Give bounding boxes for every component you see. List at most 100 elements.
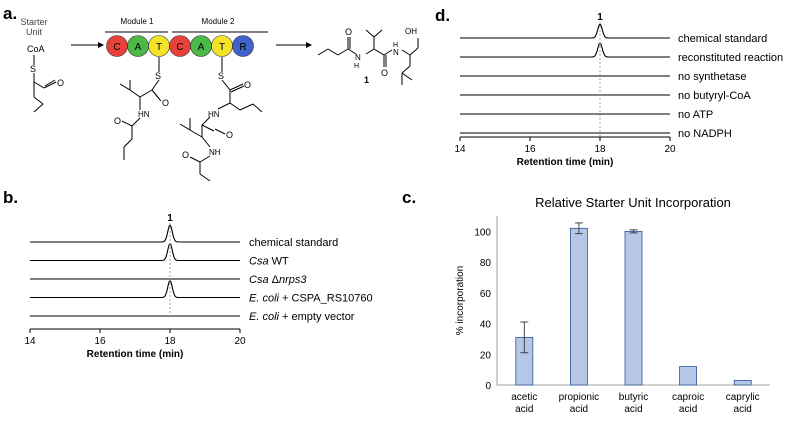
y-tick-label-c-2: 40 bbox=[480, 320, 492, 331]
x-axis-label-d: Retention time (min) bbox=[517, 157, 614, 168]
x-tick-label-b-3: 20 bbox=[234, 336, 246, 347]
x-tick-label-b-0: 14 bbox=[24, 336, 36, 347]
product-n-atom-1: N bbox=[355, 53, 361, 62]
trace-label-d-1: reconstituted reaction bbox=[678, 52, 783, 64]
category-label-line2-3: acid bbox=[679, 404, 697, 415]
starter-unit-label-2: Unit bbox=[26, 27, 43, 37]
y-tick-label-c-0: 0 bbox=[485, 381, 491, 392]
category-label-1: propionic bbox=[559, 392, 600, 403]
product-number-label: 1 bbox=[364, 75, 369, 85]
trace-label-b-3: E. coli + CSPA_RS10760 bbox=[249, 293, 373, 305]
product-o-atom-2: O bbox=[381, 68, 388, 78]
x-tick-label-b-1: 16 bbox=[94, 336, 106, 347]
mod2-o-atom-3: O bbox=[182, 150, 189, 160]
mod2-nh-1: HN bbox=[208, 110, 220, 119]
mod1-o-atom-2: O bbox=[114, 116, 121, 126]
bar-3 bbox=[679, 366, 698, 386]
mod1-o-atom-1: O bbox=[162, 98, 169, 108]
module1-intermediate bbox=[119, 57, 162, 160]
domain-c2-letter: C bbox=[176, 42, 183, 53]
x-tick-label-b-2: 18 bbox=[164, 336, 176, 347]
product-h-1: H bbox=[354, 63, 359, 70]
chart-panel-c: Relative Starter Unit Incorporation % in… bbox=[455, 195, 770, 415]
y-tick-label-c-1: 20 bbox=[480, 350, 492, 361]
bar-2 bbox=[624, 230, 643, 386]
trace-d-0 bbox=[460, 23, 670, 39]
biosynthesis-scheme: Starter Unit CoA S O Module 1 Module 2 C bbox=[20, 17, 419, 182]
trace-d-1 bbox=[460, 42, 670, 58]
y-tick-label-c-5: 100 bbox=[474, 227, 491, 238]
mod2-o-atom-2: O bbox=[226, 130, 233, 140]
trace-label-b-4: E. coli + empty vector bbox=[249, 311, 355, 323]
domain-r-circle bbox=[232, 35, 254, 57]
x-axis-label-b: Retention time (min) bbox=[87, 349, 184, 360]
starter-unit-label-1: Starter bbox=[20, 17, 47, 27]
panel-label-b: b. bbox=[3, 188, 19, 207]
trace-label-d-2: no synthetase bbox=[678, 71, 747, 83]
trace-b-1 bbox=[30, 242, 240, 262]
bar-1 bbox=[569, 227, 588, 386]
y-tick-label-c-3: 60 bbox=[480, 289, 492, 300]
trace-label-d-3: no butyryl-CoA bbox=[678, 90, 751, 102]
panel-label-c: c. bbox=[402, 188, 417, 207]
x-tick-label-d-0: 14 bbox=[454, 144, 466, 155]
domain-t2-letter: T bbox=[219, 42, 225, 53]
trace-label-d-5: no NADPH bbox=[678, 128, 732, 140]
trace-b-3 bbox=[30, 279, 240, 299]
trace-label-d-0: chemical standard bbox=[678, 33, 767, 45]
trace-label-b-2: Csa Δnrps3 bbox=[249, 274, 307, 286]
product-n-atom-2: N bbox=[393, 48, 399, 57]
product-h-2: H bbox=[393, 42, 398, 49]
product-oh: OH bbox=[405, 27, 417, 36]
mod2-o-atom-1: O bbox=[244, 80, 251, 90]
starter-unit-structure bbox=[33, 55, 57, 113]
category-label-2: butyric bbox=[619, 392, 648, 403]
panel-label-d: d. bbox=[435, 6, 451, 25]
product-o-atom-1: O bbox=[345, 27, 352, 37]
chart-title-c: Relative Starter Unit Incorporation bbox=[535, 195, 731, 210]
trace-label-b-0: chemical standard bbox=[249, 237, 338, 249]
category-label-3: caproic bbox=[672, 392, 704, 403]
mod1-s-atom: S bbox=[155, 71, 161, 81]
panel-label-a: a. bbox=[3, 4, 18, 23]
module1-label: Module 1 bbox=[121, 17, 154, 26]
category-label-line2-0: acid bbox=[515, 404, 533, 415]
starter-o-atom: O bbox=[57, 78, 64, 88]
y-tick-label-c-4: 80 bbox=[480, 258, 492, 269]
domain-t1-letter: T bbox=[156, 42, 162, 53]
domain-a2-letter: A bbox=[198, 42, 205, 53]
bar-4 bbox=[733, 379, 752, 386]
trace-label-b-1: Csa WT bbox=[249, 256, 289, 268]
coa-label: CoA bbox=[27, 44, 45, 54]
trace-label-d-4: no ATP bbox=[678, 109, 713, 121]
arrow-1-head bbox=[98, 42, 104, 48]
x-tick-label-d-3: 20 bbox=[664, 144, 676, 155]
mod1-nh: HN bbox=[138, 110, 150, 119]
category-label-line2-2: acid bbox=[624, 404, 642, 415]
module2-intermediate bbox=[179, 57, 263, 182]
peak-label-b: 1 bbox=[167, 213, 173, 224]
module2-label: Module 2 bbox=[202, 17, 235, 26]
domain-c1-letter: C bbox=[113, 42, 120, 53]
category-label-0: acetic bbox=[511, 392, 537, 403]
product-structure bbox=[317, 29, 419, 85]
domain-a1-letter: A bbox=[135, 42, 142, 53]
x-tick-label-d-2: 18 bbox=[594, 144, 606, 155]
arrow-2-head bbox=[306, 42, 312, 48]
category-label-line2-1: acid bbox=[570, 404, 588, 415]
y-axis-label-c: % incorporation bbox=[455, 266, 466, 335]
trace-b-0 bbox=[30, 223, 240, 243]
chart-panel-d: chemical standard reconstituted reaction n… bbox=[454, 12, 783, 168]
peak-label-d: 1 bbox=[597, 12, 603, 23]
module1-domains: C A T bbox=[106, 35, 170, 57]
domain-r-letter: R bbox=[239, 42, 246, 53]
x-tick-label-d-1: 16 bbox=[524, 144, 536, 155]
starter-s-atom: S bbox=[30, 64, 36, 74]
category-label-line2-4: acid bbox=[734, 404, 752, 415]
module2-domains: C A T R bbox=[169, 35, 254, 57]
mod2-nh-2: NH bbox=[209, 148, 221, 157]
mod2-s-atom: S bbox=[218, 71, 224, 81]
category-label-4: caprylic bbox=[726, 392, 760, 403]
